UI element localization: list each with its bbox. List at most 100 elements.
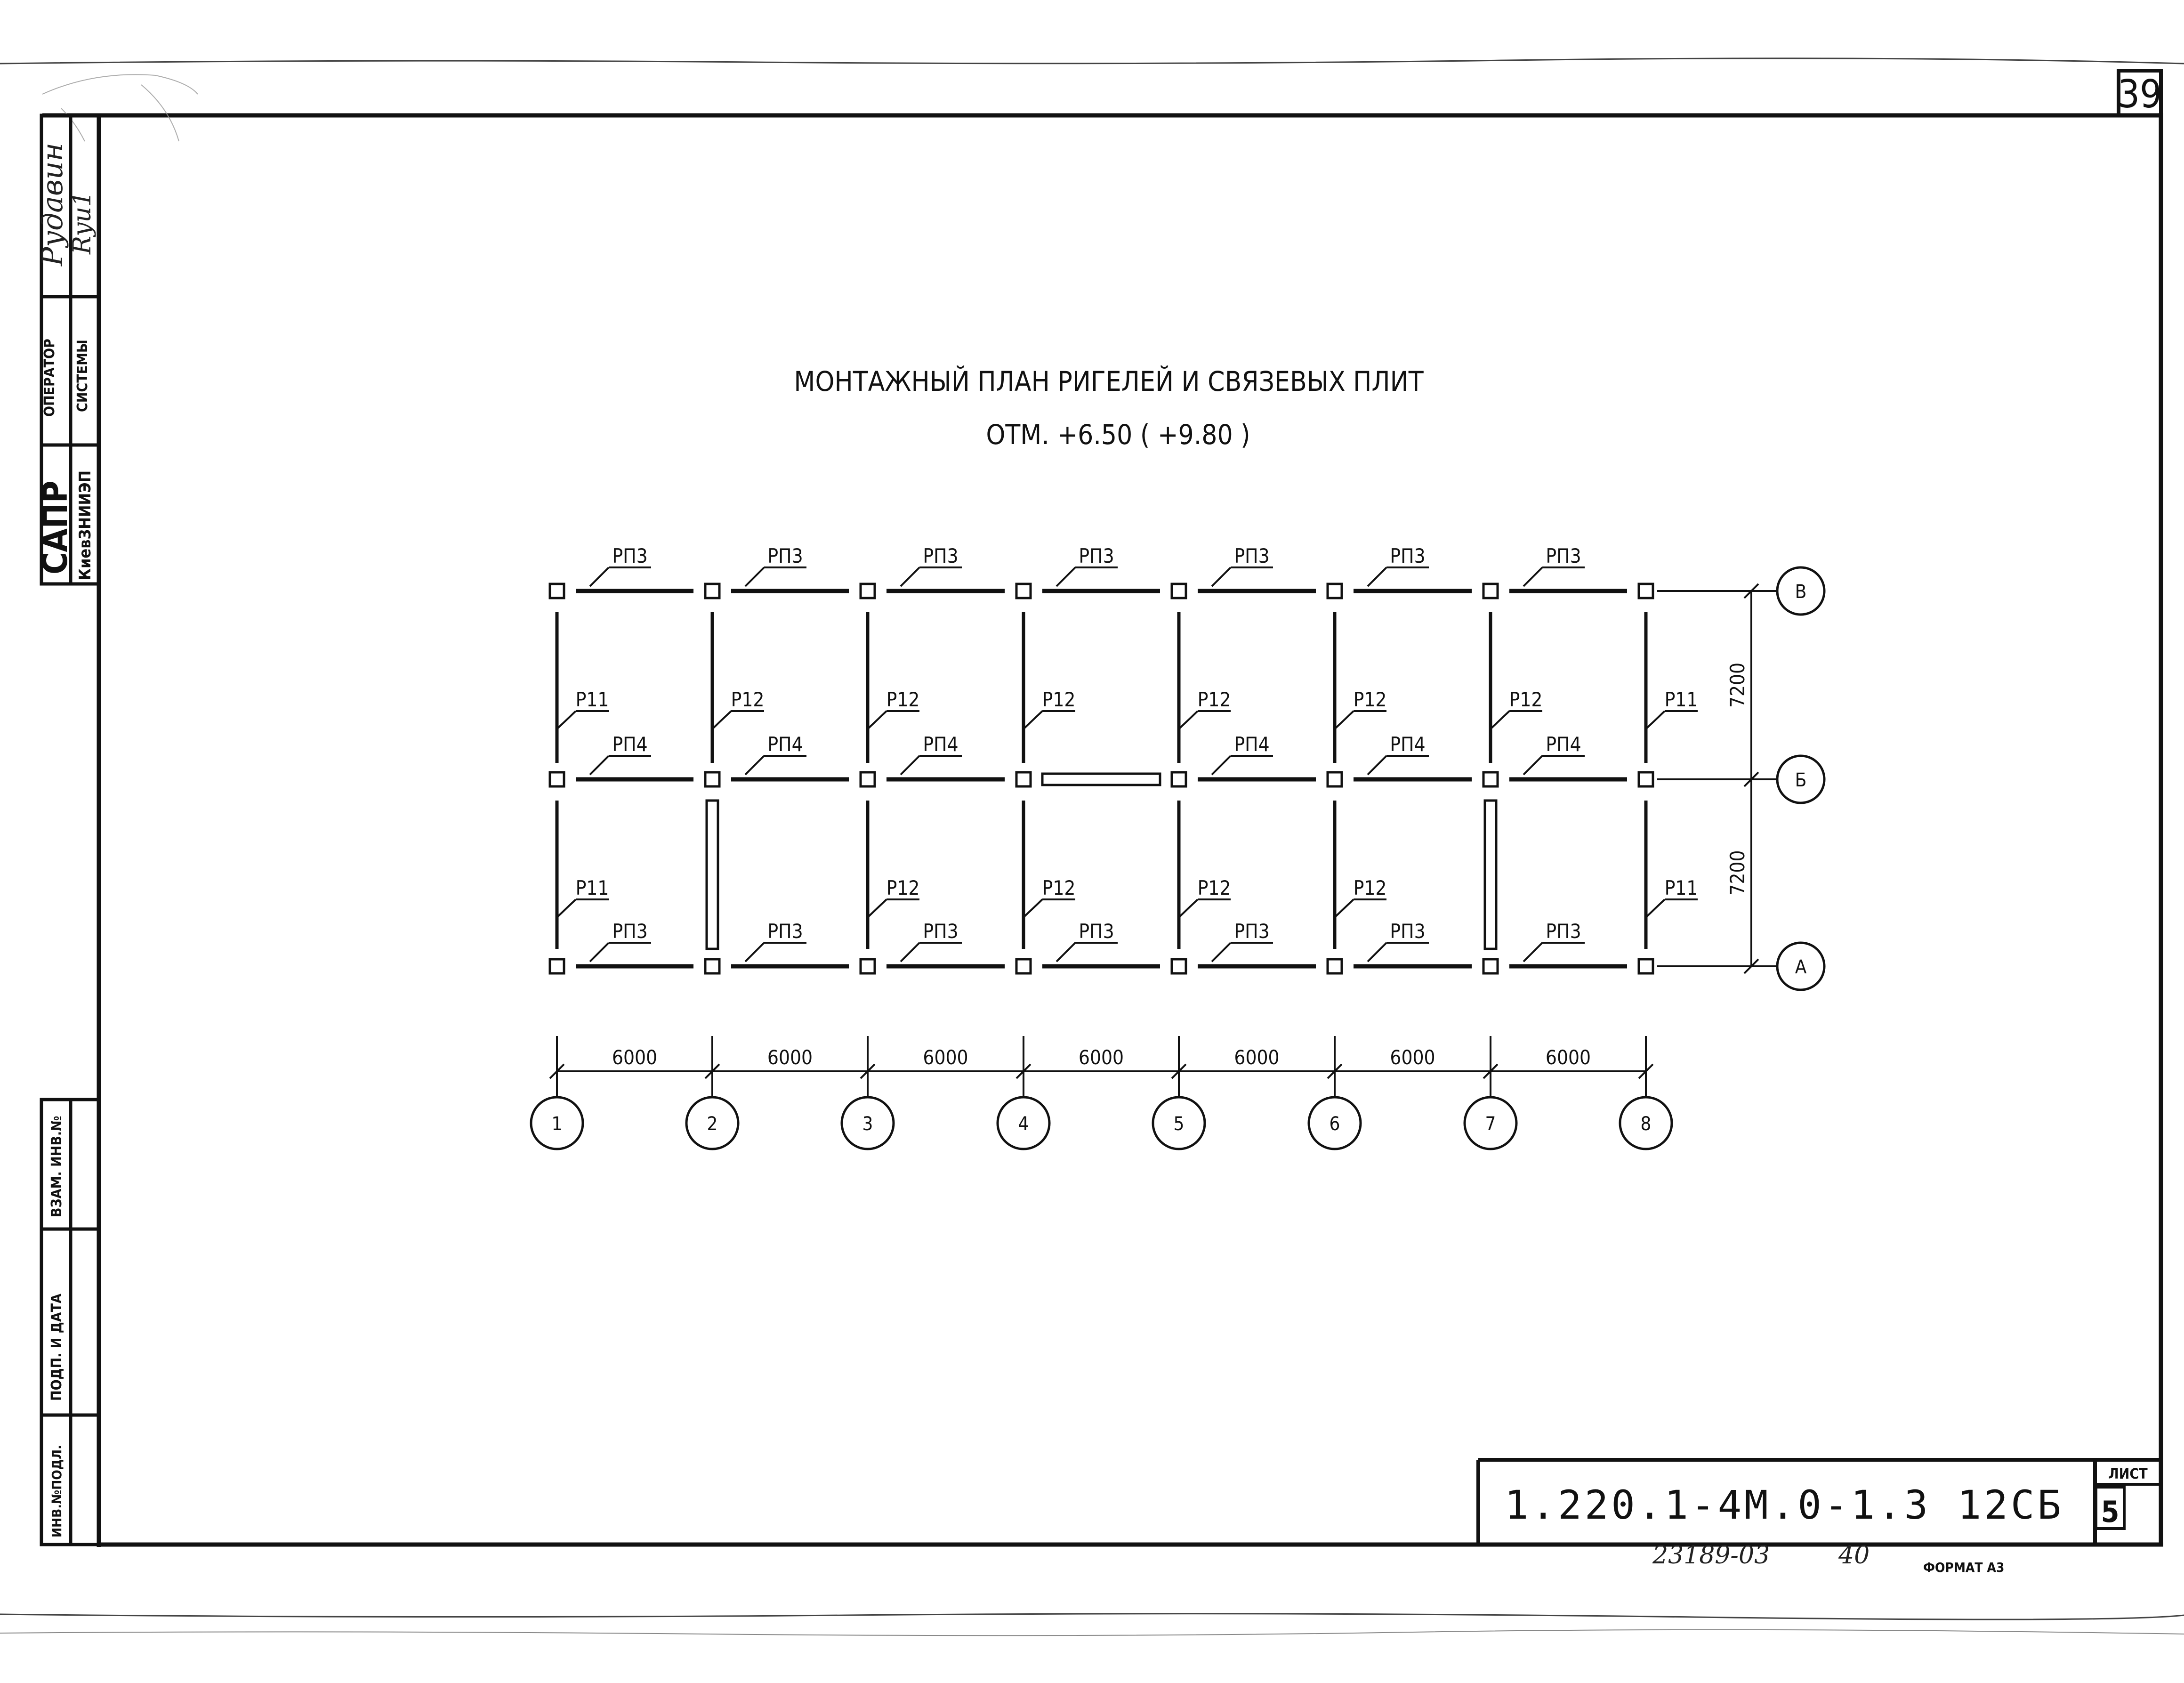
row-axis-bubble xyxy=(1776,754,1826,804)
org-sapr: САПР xyxy=(35,481,75,574)
girder-leader-slant xyxy=(556,898,577,918)
column-В-2 xyxy=(704,583,721,599)
beam-label: РП4 xyxy=(1546,733,1581,756)
bay-dimension: 6000 xyxy=(1390,1046,1435,1069)
beam-label-leader-slant xyxy=(1211,755,1232,776)
span-dimension: 7200 xyxy=(1726,850,1749,895)
column-Б-7 xyxy=(1482,771,1499,788)
beam-label-leader-slant xyxy=(1056,566,1076,587)
bay-dimension: 6000 xyxy=(612,1046,657,1069)
column-В-7 xyxy=(1482,583,1499,599)
column-В-8 xyxy=(1637,583,1654,599)
girder-label: Р11 xyxy=(576,876,609,899)
column-Б-5 xyxy=(1170,771,1187,788)
handwritten-number: 23189-03 xyxy=(1652,1541,1770,1570)
field-vzam-inv: ВЗАМ. ИНВ.№ xyxy=(48,1116,65,1217)
column-А-6 xyxy=(1326,958,1343,975)
dimension-tick xyxy=(1483,1063,1499,1079)
column-axis-bubble xyxy=(840,1096,895,1150)
girder-leader-slant xyxy=(1178,898,1199,918)
stamp-mark xyxy=(42,74,198,142)
girder-label: Р12 xyxy=(1198,688,1231,711)
column-axis-bubble xyxy=(1463,1096,1518,1150)
plan-title: МОНТАЖНЫЙ ПЛАН РИГЕЛЕЙ И СВЯЗЕВЫХ ПЛИТ xyxy=(794,365,1424,397)
girder-leader-slant xyxy=(556,710,577,730)
dimension-tick xyxy=(549,1063,565,1079)
beam-label-leader-slant xyxy=(900,755,920,776)
girder-leader-slant xyxy=(867,898,887,918)
dimension-tick xyxy=(1327,1063,1343,1079)
beam-label-leader-slant xyxy=(589,755,610,776)
column-axis-bubble xyxy=(1619,1096,1673,1150)
beam-label: РП4 xyxy=(1390,733,1425,756)
girder-label: Р12 xyxy=(886,688,920,711)
girder-leader-slant xyxy=(1334,898,1354,918)
handwritten-page: 40 xyxy=(1838,1541,1870,1570)
dimension-tick xyxy=(1638,1063,1654,1079)
beam-label: РП3 xyxy=(1234,544,1269,567)
girder-leader-slant xyxy=(1023,710,1043,730)
column-axis-bubble xyxy=(1307,1096,1362,1150)
girder-label: Р12 xyxy=(1042,688,1076,711)
column-Б-6 xyxy=(1326,771,1343,788)
beam-label-leader-slant xyxy=(900,566,920,587)
beam-label: РП4 xyxy=(612,733,647,756)
beam-label-leader-slant xyxy=(589,942,610,963)
column-axis-label: 5 xyxy=(1174,1113,1185,1135)
open-girder xyxy=(1483,799,1498,950)
beam-label: РП3 xyxy=(1079,544,1114,567)
bay-dimension: 6000 xyxy=(1079,1046,1124,1069)
beam-label-leader-slant xyxy=(744,755,765,776)
row-axis-label: Б xyxy=(1795,769,1807,791)
beam-label-leader-slant xyxy=(1523,566,1543,587)
column-axis-label: 7 xyxy=(1485,1113,1496,1135)
beam-label: РП3 xyxy=(612,920,647,943)
beam-label-leader-slant xyxy=(1367,566,1387,587)
field-podp-data: ПОДП. И ДАТА xyxy=(48,1294,65,1401)
left-stamp-text: Рудавин Ryu1 ОПЕРАТОР СИСТЕМЫ САПР КиевЗ… xyxy=(35,143,97,1537)
column-А-7 xyxy=(1482,958,1499,975)
scan-edges xyxy=(0,57,2184,1636)
field-inv-podl: ИНВ.№ПОДЛ. xyxy=(49,1445,64,1537)
signature-mark: Ryu1 xyxy=(68,191,97,255)
system-label: СИСТЕМЫ xyxy=(74,340,91,412)
left-stamp xyxy=(40,113,101,1546)
open-slab xyxy=(1041,772,1161,786)
beam-label-leader-slant xyxy=(744,942,765,963)
beam-label: РП4 xyxy=(767,733,803,756)
corner-number: 39 xyxy=(2118,72,2162,117)
column-В-6 xyxy=(1326,583,1343,599)
plan-elevation: ОТМ. +6.50 ( +9.80 ) xyxy=(986,419,1250,451)
column-axis-label: 1 xyxy=(552,1113,563,1135)
title-block: 1.220.1-4М.0-1.3 12СБ ЛИСТ 5 xyxy=(1476,1458,2161,1545)
sheet-number: 5 xyxy=(2101,1495,2120,1529)
beam-label: РП3 xyxy=(1390,544,1425,567)
beam-label-leader-slant xyxy=(1211,942,1232,963)
girder-leader-slant xyxy=(1490,710,1510,730)
beam-label-leader-slant xyxy=(1523,942,1543,963)
beam-label-leader-slant xyxy=(1211,566,1232,587)
beam-label: РП3 xyxy=(1390,920,1425,943)
bay-dimension: 6000 xyxy=(1234,1046,1279,1069)
row-axis-bubble xyxy=(1776,941,1826,991)
girder-leader-slant xyxy=(711,710,732,730)
dimension-tick xyxy=(1015,1063,1032,1079)
column-axis-label: 3 xyxy=(862,1113,873,1135)
dimension-tick xyxy=(1171,1063,1187,1079)
beam-label-leader-slant xyxy=(900,942,920,963)
beam-label: РП3 xyxy=(1234,920,1269,943)
girder-label: Р11 xyxy=(1665,688,1698,711)
beam-label: РП3 xyxy=(767,544,803,567)
column-А-4 xyxy=(1015,958,1032,975)
beam-label: РП3 xyxy=(923,920,958,943)
girder-label: Р12 xyxy=(1509,688,1543,711)
column-axis-label: 2 xyxy=(707,1113,718,1135)
girder-label: Р11 xyxy=(576,688,609,711)
column-А-5 xyxy=(1170,958,1187,975)
girder-label: Р12 xyxy=(1354,688,1387,711)
column-axis-label: 8 xyxy=(1641,1113,1652,1135)
beam-label: РП4 xyxy=(1234,733,1269,756)
org-kiev: КиевЗНИИЭП xyxy=(76,470,95,580)
girder-leader-slant xyxy=(1178,710,1199,730)
